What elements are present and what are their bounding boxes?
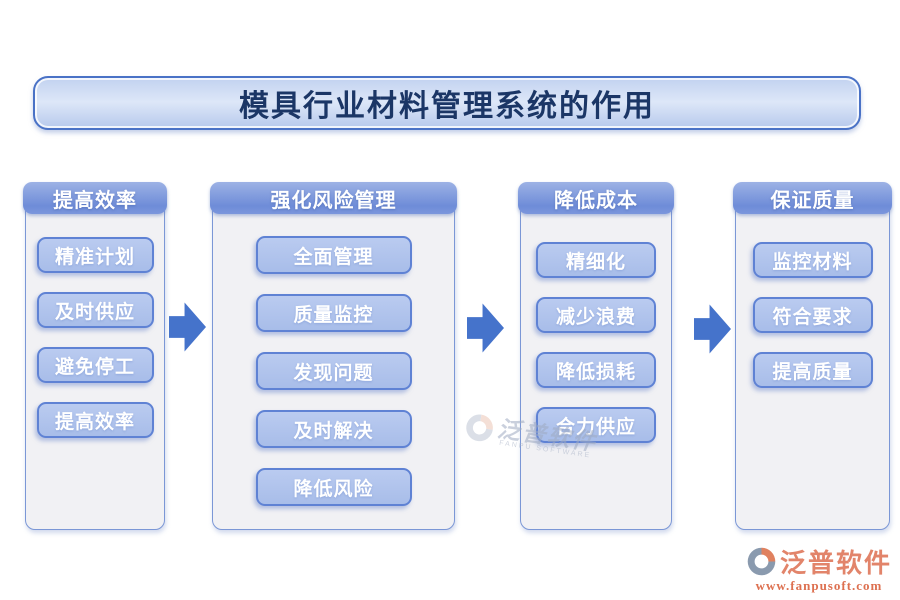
item-pill: 合力供应: [536, 407, 656, 443]
item-pill: 精准计划: [36, 237, 154, 273]
column-header: 提高效率: [23, 182, 167, 214]
item-pill: 降低风险: [255, 468, 412, 506]
flow-column-improve-efficiency: 提高效率 精准计划 及时供应 避免停工 提高效率: [23, 182, 167, 530]
column-body: 精准计划 及时供应 避免停工 提高效率: [26, 216, 164, 529]
item-pill: 精细化: [536, 242, 656, 278]
column-body: 监控材料 符合要求 提高质量: [736, 216, 889, 529]
item-pill: 监控材料: [752, 242, 873, 278]
item-pill: 及时解决: [255, 410, 412, 448]
right-arrow-icon: [169, 302, 206, 352]
item-pill: 减少浪费: [536, 297, 656, 333]
item-pill: 发现问题: [255, 352, 412, 390]
item-pill: 避免停工: [36, 347, 154, 383]
item-pill: 质量监控: [255, 294, 412, 332]
item-pill: 提高质量: [752, 352, 873, 388]
flow-column-risk-management: 强化风险管理 全面管理 质量监控 发现问题 及时解决 降低风险: [210, 182, 457, 530]
flow-column-ensure-quality: 保证质量 监控材料 符合要求 提高质量: [733, 182, 892, 530]
brand-row: 泛普软件: [746, 543, 892, 580]
item-pill: 提高效率: [36, 402, 154, 438]
item-pill: 全面管理: [255, 236, 412, 274]
column-header: 降低成本: [518, 182, 674, 214]
fanpu-logo-icon: [466, 414, 493, 442]
brand-footer: 泛普软件 www.fanpusoft.com: [746, 543, 892, 594]
right-arrow-icon: [467, 303, 504, 353]
column-header: 保证质量: [733, 182, 892, 214]
flow-column-reduce-cost: 降低成本 精细化 减少浪费 降低损耗 合力供应: [518, 182, 674, 530]
brand-url: www.fanpusoft.com: [755, 578, 883, 593]
column-body: 精细化 减少浪费 降低损耗 合力供应: [521, 216, 671, 529]
column-body: 全面管理 质量监控 发现问题 及时解决 降低风险: [213, 216, 454, 529]
page-title: 模具行业材料管理系统的作用: [33, 76, 861, 130]
item-pill: 及时供应: [36, 292, 154, 328]
column-header: 强化风险管理: [210, 182, 457, 214]
item-pill: 降低损耗: [536, 352, 656, 388]
item-pill: 符合要求: [752, 297, 873, 333]
center-watermark: 泛普软件 FANPU SOFTWARE: [462, 411, 599, 460]
right-arrow-icon: [694, 304, 731, 354]
fanpu-logo-icon: [747, 547, 776, 576]
brand-name: 泛普软件: [779, 548, 892, 578]
